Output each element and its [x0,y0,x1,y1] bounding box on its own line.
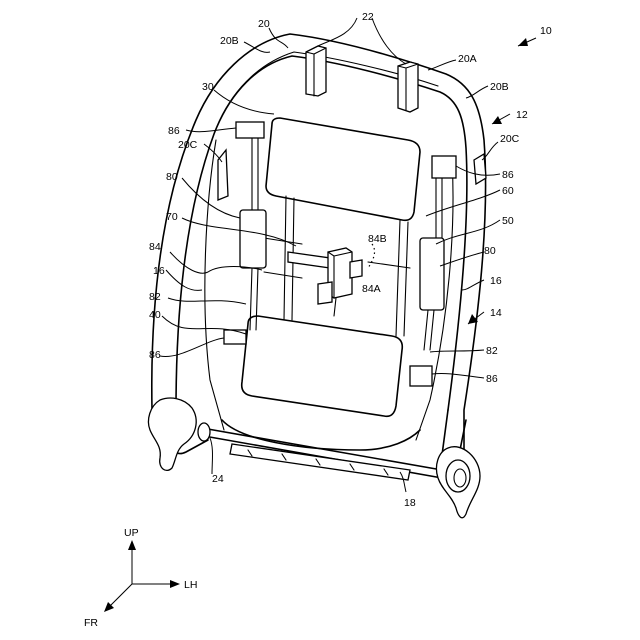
lower-support-pad [242,316,403,416]
leader-84B-dotted [368,244,375,268]
lh-label: LH [184,579,197,591]
headrest-guide-right [398,62,418,112]
ref-82-right: 82 [486,345,498,357]
ref-82-left: 82 [149,291,161,303]
left-bracket-20C [218,150,228,200]
lower-cross-assembly [198,423,442,480]
left-bottom-mount-86 [224,330,246,344]
ref-86-top-right: 86 [502,169,514,181]
upper-pad-30 [266,118,420,220]
ref-50: 50 [502,215,514,227]
ref-20C-left: 20C [178,139,198,151]
left-top-mount-86 [236,122,264,138]
ref-86-bottom-right: 86 [486,373,498,385]
actuator-block-84A [318,282,332,304]
ref-80-left: 80 [166,171,178,183]
ref-86-top-left: 86 [168,125,180,137]
right-bottom-mount-86 [410,366,432,386]
ref-30: 30 [202,81,214,93]
ref-84A: 84A [362,283,381,295]
left-recliner-14 [148,398,196,470]
ref-20A: 20A [458,53,477,65]
ref-70: 70 [166,211,178,223]
upper-support-pad [266,118,420,220]
ref-18: 18 [404,497,416,509]
link-arm-70 [288,252,330,268]
ref-16-right: 16 [490,275,502,287]
right-cylinder-80 [420,238,444,310]
up-arrow-icon [128,540,136,550]
ref-84: 84 [149,241,161,253]
ref-40: 40 [149,309,161,321]
arrow-10 [518,38,528,46]
ref-10: 10 [540,25,552,37]
lower-pad-40 [242,316,403,416]
ref-20B-right: 20B [490,81,509,93]
right-top-mount-86 [432,156,456,178]
ref-60: 60 [502,185,514,197]
headrest-guides [306,46,418,112]
ref-22: 22 [362,11,374,23]
central-mechanism [288,248,362,316]
ref-16-left: 16 [153,265,165,277]
ref-20B-left: 20B [220,35,239,47]
ref-14: 14 [490,307,502,319]
ref-84B: 84B [368,233,387,245]
ref-20: 20 [258,18,270,30]
direction-indicator: UP LH FR [84,527,197,629]
ref-86-bottom-left: 86 [149,349,161,361]
left-cylinder-80 [240,210,266,268]
lh-arrow-icon [170,580,180,588]
left-rod-end [198,423,210,441]
lower-frame-edge [222,420,420,450]
arrow-12 [492,116,502,124]
up-label: UP [124,527,139,539]
ref-12: 12 [516,109,528,121]
ref-20C-right: 20C [500,133,520,145]
left-actuator [224,122,266,344]
fr-label: FR [84,617,98,629]
ref-24: 24 [212,473,224,485]
ref-80-right: 80 [484,245,496,257]
actuator-cap-84B [350,260,362,278]
fr-axis-line [110,584,132,606]
